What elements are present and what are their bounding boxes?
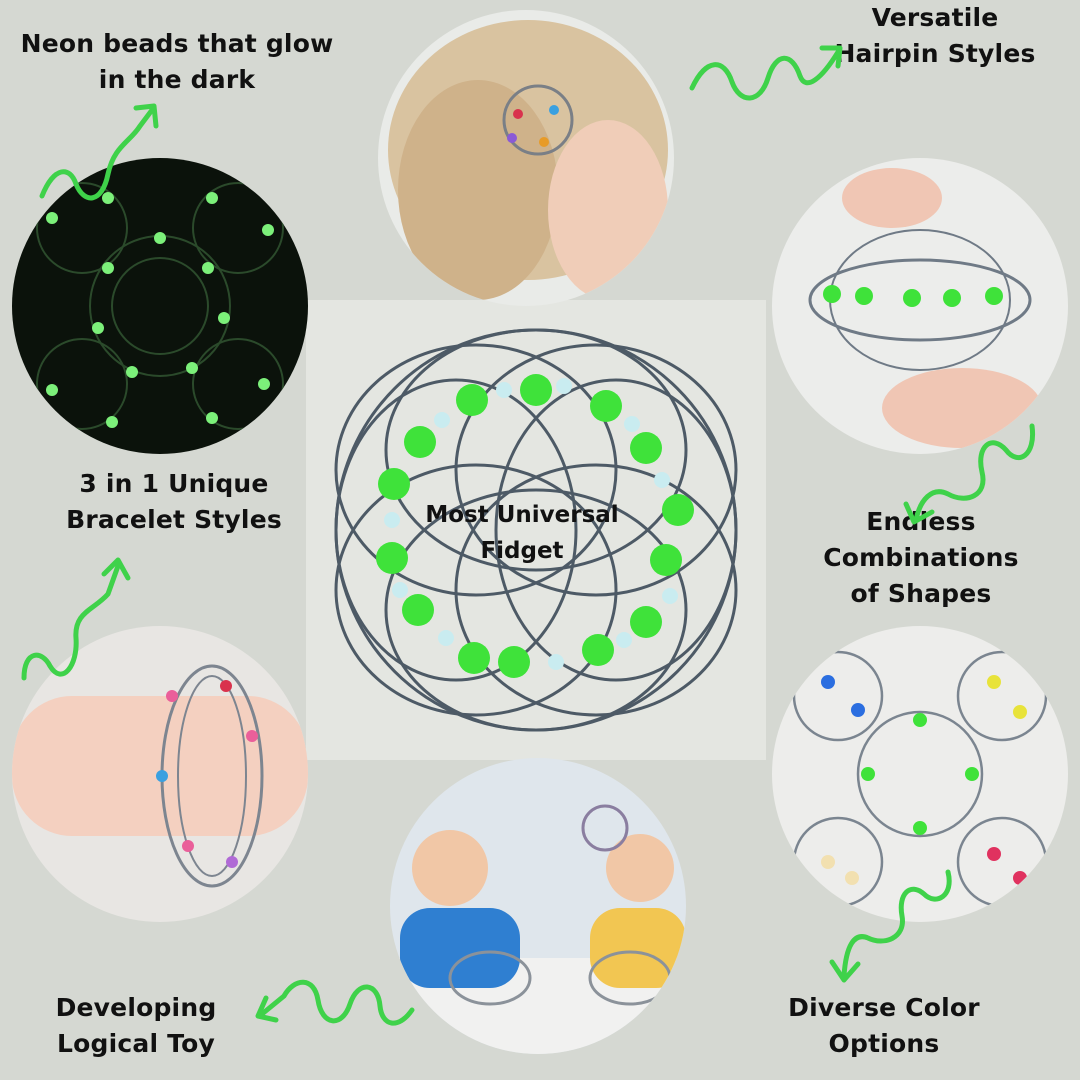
caption-glow-line-2: in the dark [98,65,256,94]
caption-hairpin-line-1: Versatile [871,3,999,32]
caption-glow-line-1: Neon beads that glow [20,29,334,58]
squiggle-arrow-logical-icon [255,979,415,1026]
caption-bracelet-line-2: Bracelet Styles [66,505,282,534]
caption-colors: Diverse Color Options [782,990,986,1062]
caption-logical: Developing Logical Toy [36,990,236,1062]
caption-logical-line-1: Developing [55,993,217,1022]
center-product-photo [306,300,766,760]
center-label-line-2: Fidget [480,538,564,564]
shapes-photo [772,158,1068,454]
hairpin-photo [378,10,674,306]
squiggle-arrow-combinations-icon [903,423,1036,525]
caption-colors-line-1: Diverse Color [788,993,980,1022]
caption-colors-line-2: Options [828,1029,940,1058]
caption-combinations: Endless Combinations of Shapes [766,504,1076,612]
caption-glow: Neon beads that glow in the dark [18,26,336,98]
squiggle-arrow-glow-icon [39,103,159,201]
caption-combinations-line-2: of Shapes [850,579,992,608]
caption-logical-line-2: Logical Toy [57,1029,215,1058]
center-label-line-1: Most Universal [425,502,619,528]
caption-combinations-line-1: Endless Combinations [823,507,1019,572]
caption-hairpin: Versatile Hairpin Styles [832,0,1038,72]
glow-in-dark-photo [12,158,308,454]
caption-bracelet-line-1: 3 in 1 Unique [79,469,269,498]
squiggle-arrow-hairpin-icon [689,45,843,101]
mandala-fidget-illustration [334,328,738,732]
caption-hairpin-line-2: Hairpin Styles [834,39,1036,68]
caption-bracelet: 3 in 1 Unique Bracelet Styles [56,466,292,538]
squiggle-arrow-colors-icon [829,869,952,983]
center-label: Most Universal Fidget [420,497,624,569]
kids-playing-photo [390,758,686,1054]
squiggle-arrow-bracelet-icon [21,557,131,681]
